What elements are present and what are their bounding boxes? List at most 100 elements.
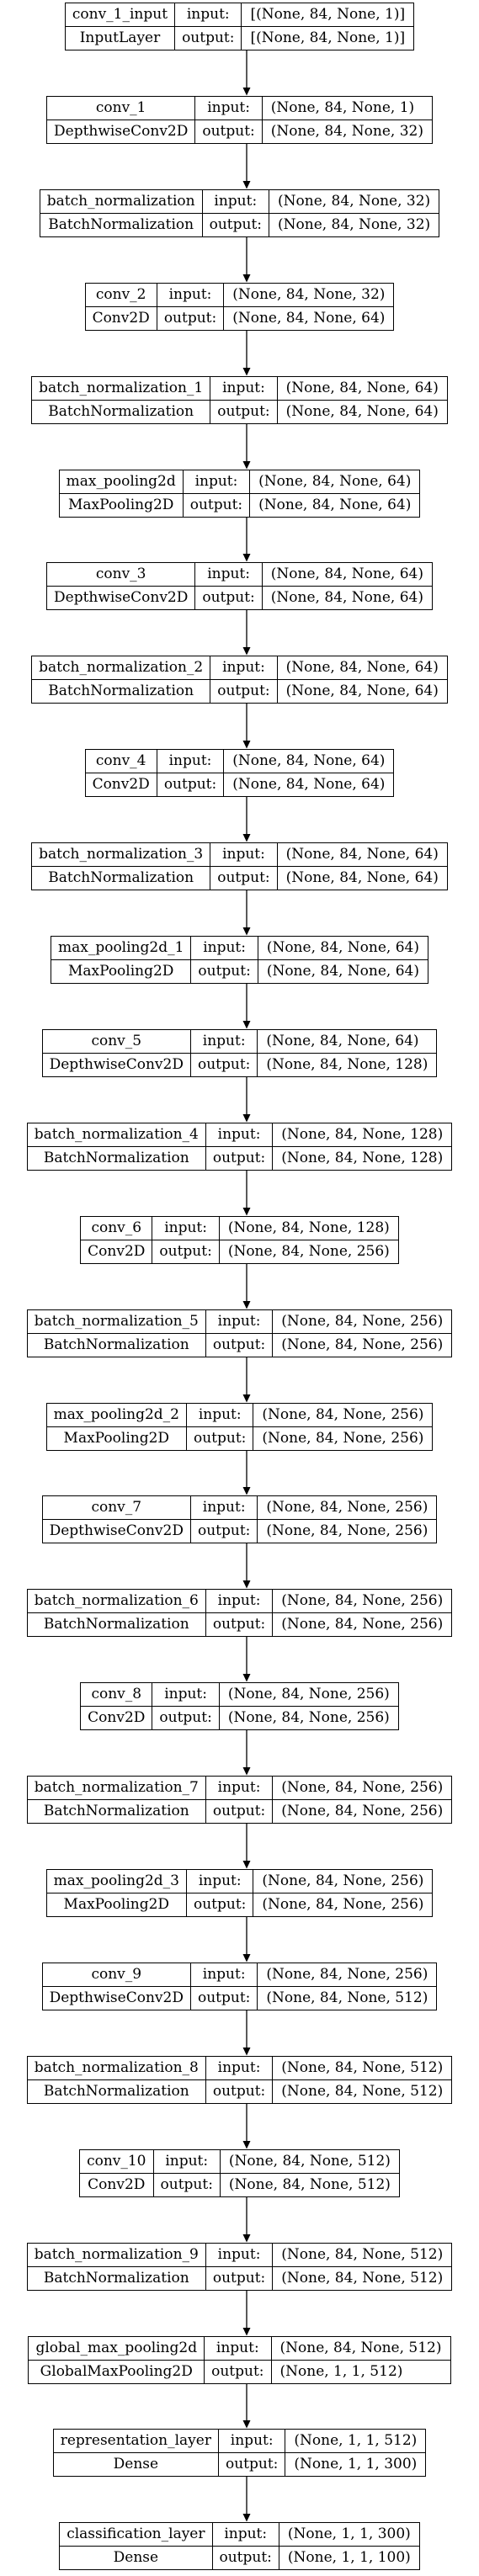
arrowhead (242, 1114, 251, 1123)
input-label: input: (210, 842, 278, 868)
output-label: output: (204, 2359, 272, 2384)
layer-name: conv_7 (41, 1495, 191, 1521)
input-label: input: (194, 562, 263, 587)
output-shape: (None, 84, None, 512) (272, 2265, 453, 2291)
input-label: input: (217, 2429, 286, 2454)
layer-name: batch_normalization_9 (26, 2242, 206, 2267)
output-shape: (None, 84, None, 256) (218, 1239, 399, 1264)
input-shape: (None, 84, None, 32) (268, 189, 440, 214)
layer-type: MaxPooling2D (58, 492, 184, 518)
output-label: output: (205, 1612, 274, 1638)
layer-name: batch_normalization_4 (26, 1122, 206, 1147)
output-label: output: (152, 1239, 220, 1264)
input-label: input: (185, 1869, 254, 1893)
layer-type: BatchNormalization (31, 679, 211, 704)
output-label: output: (211, 2546, 279, 2571)
layer-name: max_pooling2d_2 (45, 1402, 188, 1427)
layer-type: MaxPooling2D (45, 1426, 188, 1451)
arrowhead (242, 1208, 251, 1216)
output-shape: [(None, 84, None, 1)] (241, 26, 415, 50)
output-label: output: (152, 2172, 221, 2197)
layer-name: batch_normalization_6 (26, 1589, 206, 1614)
layer-type: Conv2D (80, 1706, 153, 1731)
input-shape: (None, 84, None, 64) (249, 469, 421, 494)
output-label: output: (189, 1985, 258, 2010)
output-shape: (None, 84, None, 64) (261, 586, 433, 611)
layer-type: DepthwiseConv2D (45, 586, 196, 611)
input-label: input: (205, 2055, 274, 2080)
arrowhead (242, 554, 251, 562)
input-shape: [(None, 84, None, 1)] (241, 3, 415, 27)
output-shape: (None, 84, None, 64) (276, 399, 448, 424)
layer-type: BatchNormalization (31, 399, 211, 424)
output-label: output: (174, 26, 242, 50)
arrowhead (242, 2420, 251, 2429)
input-label: input: (152, 2148, 221, 2174)
layer-type: DepthwiseConv2D (41, 1519, 191, 1544)
input-shape: (None, 84, None, 512) (272, 2055, 453, 2080)
input-label: input: (152, 1682, 220, 1708)
output-shape: (None, 84, None, 512) (219, 2172, 400, 2197)
layer-type: Dense (52, 2452, 219, 2478)
input-shape: (None, 84, None, 256) (272, 1589, 453, 1614)
arrowhead (242, 2514, 251, 2522)
arrowhead (242, 1674, 251, 1682)
layer-type: DepthwiseConv2D (41, 1985, 191, 2010)
layer-type: Conv2D (79, 2172, 154, 2197)
layer-name: conv_1_input (64, 3, 176, 27)
output-shape: (None, 84, None, 64) (223, 305, 395, 331)
layer-type: Dense (59, 2546, 213, 2571)
output-shape: (None, 84, None, 64) (223, 773, 395, 798)
input-shape: (None, 84, None, 256) (218, 1682, 399, 1708)
output-shape: (None, 84, None, 64) (257, 959, 429, 984)
output-label: output: (194, 586, 263, 611)
layer-name: batch_normalization_8 (26, 2055, 206, 2080)
input-label: input: (185, 1402, 254, 1427)
output-label: output: (156, 773, 225, 798)
input-label: input: (156, 282, 225, 307)
output-shape: (None, 84, None, 32) (268, 212, 440, 237)
output-label: output: (205, 2265, 274, 2291)
input-shape: (None, 84, None, 512) (272, 2242, 453, 2267)
output-label: output: (205, 1145, 274, 1171)
input-label: input: (189, 1962, 258, 1987)
input-label: input: (205, 1589, 274, 1614)
layer-name: batch_normalization_2 (31, 656, 211, 681)
input-shape: (None, 84, None, 256) (257, 1495, 438, 1521)
input-shape: (None, 84, None, 256) (272, 1309, 453, 1334)
input-shape: (None, 84, None, 64) (261, 562, 433, 587)
input-label: input: (189, 1495, 258, 1521)
layer-type: BatchNormalization (26, 2265, 206, 2291)
input-label: input: (182, 469, 251, 494)
arrowhead (242, 647, 251, 656)
input-shape: (None, 84, None, 32) (223, 282, 395, 307)
arrowhead (242, 2141, 251, 2149)
arrowhead (242, 1487, 251, 1495)
arrowhead (242, 1580, 251, 1589)
input-label: input: (211, 2522, 279, 2547)
output-shape: (None, 84, None, 256) (218, 1706, 399, 1731)
layer-name: batch_normalization_1 (31, 375, 211, 401)
output-shape: (None, 84, None, 256) (257, 1519, 438, 1544)
input-label: input: (205, 1309, 274, 1334)
